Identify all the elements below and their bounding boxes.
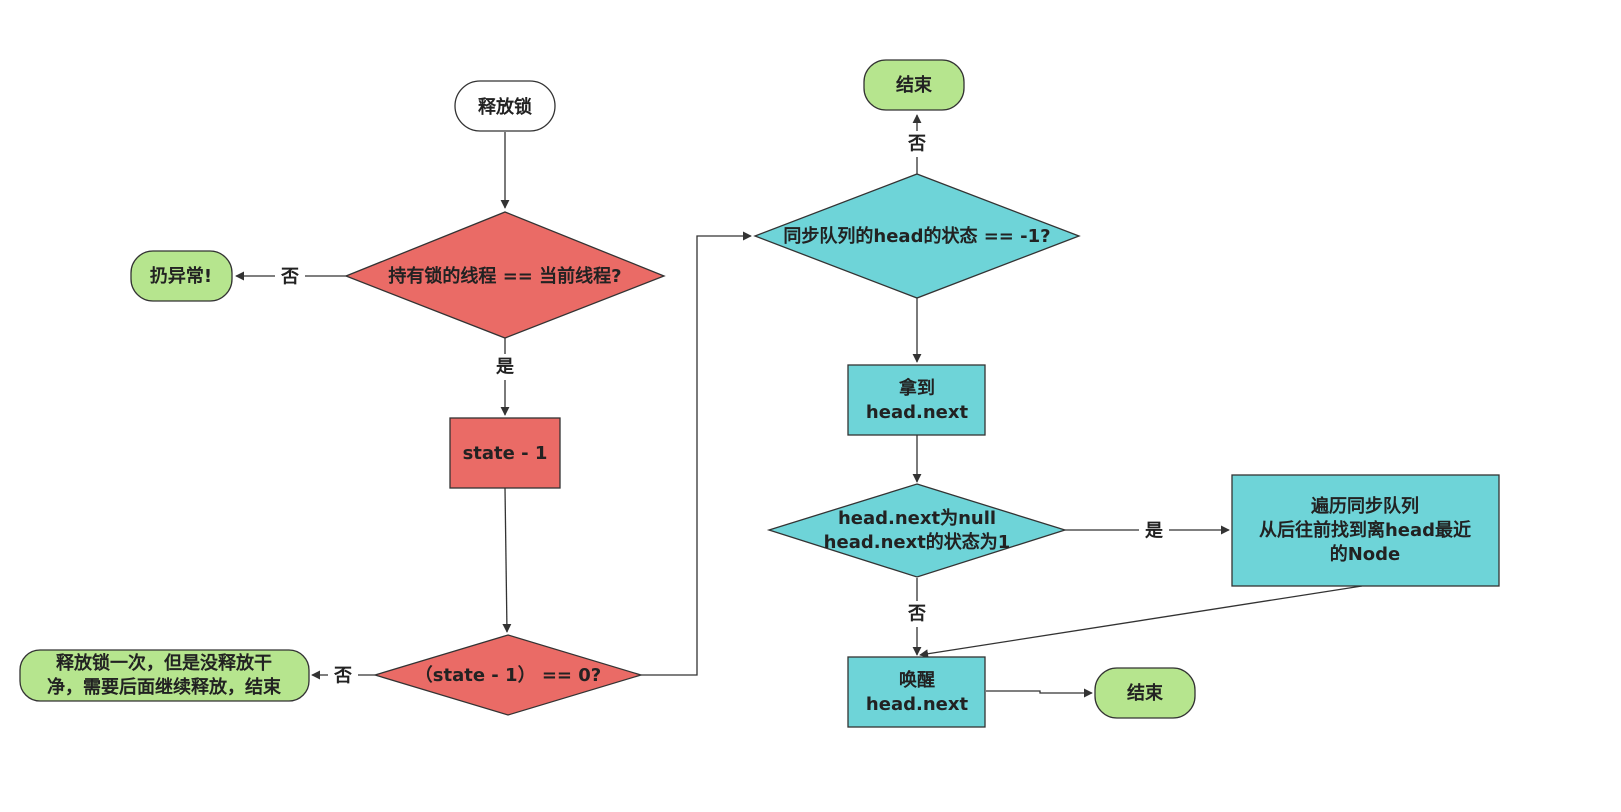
edge-wake-to-end — [986, 688, 1093, 698]
edge-labels: 否 是 否 否 是 否 — [275, 131, 1169, 688]
node-state-minus-one-shape — [449, 417, 561, 489]
node-state-zero-check-text: （state - 1） == 0? — [415, 665, 601, 686]
head-state-check-line-1: 同步队列的head的状态 == -1? — [783, 225, 1050, 247]
node-traverse-queue: 遍历同步队列从后往前找到离head最近的Node — [1231, 474, 1500, 587]
node-get-head-next-shape — [847, 364, 986, 436]
nodes: 释放锁 持有锁的线程 == 当前线程? 扔异常! state - 1 （stat… — [19, 59, 1500, 728]
traverse-queue-line-2: 从后往前找到离head最近 — [1259, 519, 1471, 541]
node-throw-exception: 扔异常! — [130, 250, 233, 302]
traverse-queue-line-3: 的Node — [1330, 543, 1401, 565]
node-wake-head-next: 唤醒 head.next — [847, 656, 986, 728]
state-minus-one-line-1: state - 1 — [463, 443, 548, 464]
state-zero-check-line-1: （state - 1） == 0? — [415, 665, 601, 686]
wake-head-next-line-1: 唤醒 — [899, 669, 935, 691]
node-check-owner-text: 持有锁的线程 == 当前线程? — [388, 265, 621, 287]
node-release-lock: 释放锁 — [454, 80, 556, 132]
node-state-minus-one: state - 1 — [449, 417, 561, 489]
released-once-line-1: 释放锁一次，但是没释放干 — [56, 652, 272, 674]
check-owner-line-1: 持有锁的线程 == 当前线程? — [388, 265, 621, 287]
edge-state-to-zero-check — [502, 487, 512, 633]
edge-label-head-state-no: 否 — [907, 134, 926, 155]
node-wake-head-next-text: 唤醒 head.next — [866, 669, 969, 715]
end-bottom-line-1: 结束 — [1127, 682, 1164, 704]
node-released-once-shape — [19, 649, 310, 702]
node-head-next-check-shape — [766, 483, 1068, 578]
node-end-bottom: 结束 — [1094, 667, 1196, 719]
edges — [235, 114, 1363, 698]
node-release-lock-text: 释放锁 — [478, 96, 532, 118]
node-check-owner-shape — [344, 211, 666, 339]
released-once-line-2: 净，需要后面继续释放，结束 — [47, 676, 282, 698]
head-next-check-line-1: head.next为null — [838, 507, 996, 529]
node-released-once-text: 释放锁一次，但是没释放干净，需要后面继续释放，结束 — [47, 652, 282, 698]
node-release-lock-shape — [454, 80, 556, 132]
get-head-next-line-1: 拿到 — [898, 377, 935, 399]
node-get-head-next: 拿到 head.next — [847, 364, 986, 436]
traverse-queue-line-1: 遍历同步队列 — [1310, 495, 1419, 517]
node-end-bottom-shape — [1094, 667, 1196, 719]
node-wake-head-next-shape — [847, 656, 986, 728]
edge-label-owner-no: 否 — [280, 267, 299, 288]
node-state-minus-one-text: state - 1 — [463, 443, 548, 464]
node-end-bottom-text: 结束 — [1127, 682, 1164, 704]
get-head-next-line-2: head.next — [866, 402, 969, 423]
edge-label-zero-no: 否 — [333, 666, 352, 687]
edge-traverse-to-wake — [919, 585, 1363, 659]
node-head-state-check-shape — [753, 173, 1081, 299]
edge-zero-to-head-check — [641, 231, 752, 676]
node-check-owner: 持有锁的线程 == 当前线程? — [344, 211, 666, 339]
node-end-top: 结束 — [863, 59, 965, 111]
throw-exception-line-1: 扔异常! — [150, 265, 212, 287]
node-released-once: 释放锁一次，但是没释放干净，需要后面继续释放，结束 — [19, 649, 310, 702]
edge-label-next-check-yes: 是 — [1144, 521, 1163, 542]
node-traverse-queue-shape — [1231, 474, 1500, 587]
node-traverse-queue-text: 遍历同步队列从后往前找到离head最近的Node — [1259, 495, 1471, 565]
end-top-line-1: 结束 — [896, 74, 933, 96]
edge-label-next-check-no: 否 — [907, 604, 926, 625]
node-end-top-text: 结束 — [896, 74, 933, 96]
node-end-top-shape — [863, 59, 965, 111]
wake-head-next-line-2: head.next — [866, 694, 969, 715]
node-state-zero-check-shape — [372, 634, 644, 716]
release-lock-line-1: 释放锁 — [478, 96, 532, 118]
node-head-state-check: 同步队列的head的状态 == -1? — [753, 173, 1081, 299]
node-state-zero-check: （state - 1） == 0? — [372, 634, 644, 716]
node-throw-exception-text: 扔异常! — [150, 265, 212, 287]
node-head-state-check-text: 同步队列的head的状态 == -1? — [783, 225, 1050, 247]
edge-label-owner-yes: 是 — [495, 357, 514, 378]
head-next-check-line-2: head.next的状态为1 — [824, 531, 1011, 553]
node-get-head-next-text: 拿到 head.next — [866, 377, 969, 423]
node-throw-exception-shape — [130, 250, 233, 302]
